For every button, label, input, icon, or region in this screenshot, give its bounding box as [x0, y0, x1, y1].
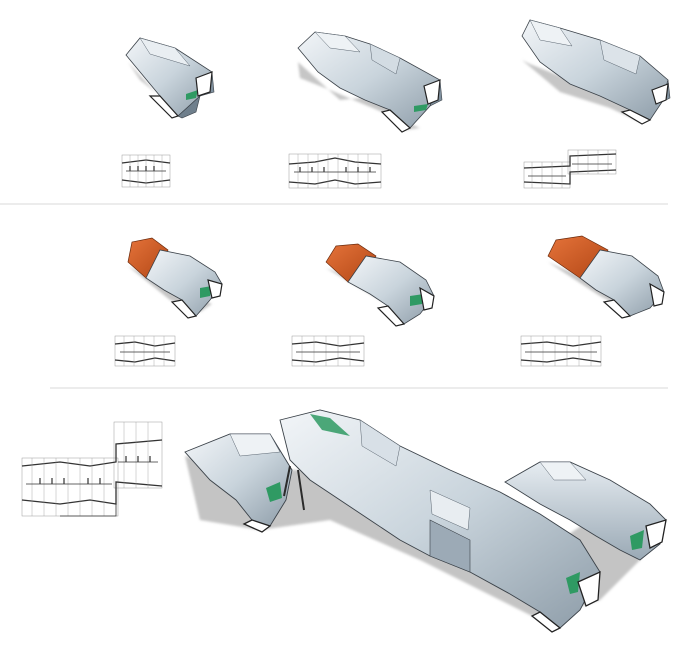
variant-2-massing-model: [297, 31, 443, 133]
variant-1-plan-drawing: [121, 154, 171, 188]
variant-3-massing-model: [521, 19, 671, 125]
variant-3-plan-drawing: [523, 149, 617, 189]
variant-6-massing-model: [547, 235, 665, 319]
final-assembly-plan-drawing: [21, 421, 163, 517]
variant-4-plan-drawing: [114, 335, 176, 367]
final-assembly-massing-model: [184, 409, 667, 633]
variant-2-plan-drawing: [288, 153, 382, 189]
variant-5-plan-drawing: [291, 335, 365, 367]
variant-6-plan-drawing: [520, 335, 602, 367]
variant-4-massing-model: [127, 237, 223, 319]
variant-5-massing-model: [325, 243, 435, 327]
variant-1-massing-model: [125, 37, 215, 119]
